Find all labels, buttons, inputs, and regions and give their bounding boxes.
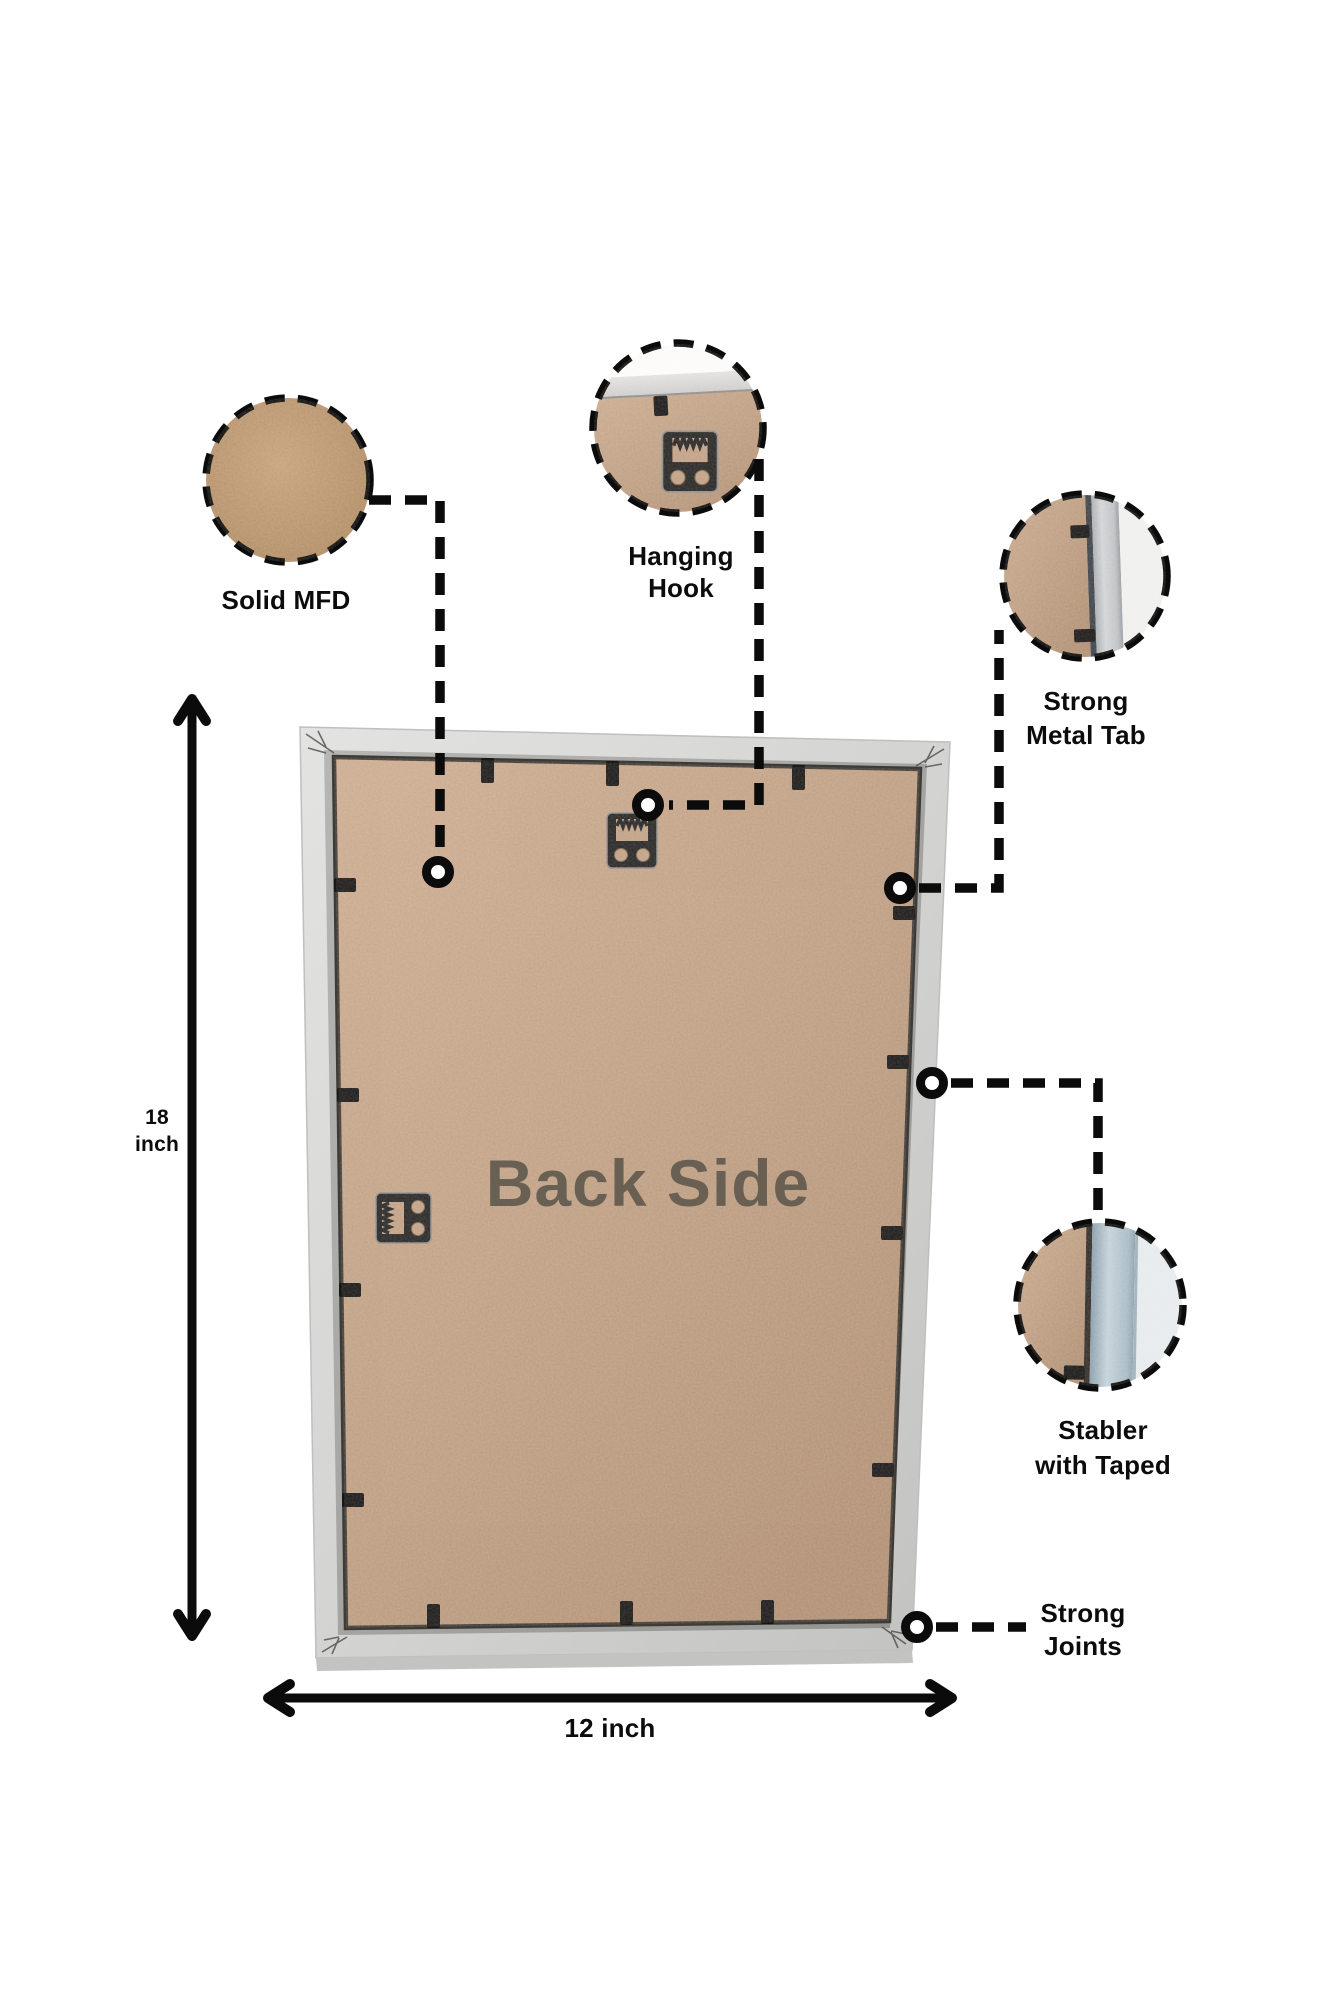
connector-hanging-hook (669, 459, 764, 810)
label-solid-mfd: Solid MFD (222, 584, 351, 617)
connector-solid-mfd (369, 495, 445, 853)
anchor-node-stabler (916, 1067, 948, 1099)
anchor-node-strong-joints (901, 1611, 933, 1643)
label-width-dimension: 12 inch (565, 1712, 656, 1745)
label-hanging-hook: Hanging Hook (628, 540, 733, 604)
label-strong-metal-tab-line2: Metal Tab (1026, 720, 1146, 750)
label-strong-joints-line2: Joints (1044, 1631, 1122, 1661)
label-height-dimension: 18 inch (135, 1104, 179, 1158)
frame-bottom-lip (316, 1650, 913, 1671)
callout-anchor-nodes (422, 789, 948, 1643)
label-height-unit: inch (135, 1133, 179, 1156)
connector-stabler (951, 1078, 1103, 1219)
label-stabler-line2: with Taped (1035, 1450, 1171, 1480)
label-width-text: 12 inch (564, 1713, 656, 1743)
label-strong-joints-line1: Strong (1040, 1598, 1126, 1628)
label-hanging-hook-line2: Hook (648, 573, 714, 603)
label-stabler-with-taped: Stabler with Taped (1035, 1413, 1171, 1483)
connector-strong-metal-tab (919, 630, 1004, 893)
dimension-arrow-height (173, 694, 211, 1641)
label-height-value: 18 (145, 1106, 169, 1129)
label-stabler-line1: Stabler (1058, 1415, 1148, 1445)
label-strong-metal-tab: Strong Metal Tab (1026, 684, 1146, 752)
anchor-node-strong-metal-tab (884, 872, 916, 904)
corner-miter-marks (305, 730, 945, 1655)
anchor-node-hanging-hook (632, 789, 664, 821)
back-side-watermark: Back Side (485, 1146, 811, 1220)
dimension-arrow-width (263, 1679, 957, 1717)
label-strong-joints: Strong Joints (1041, 1597, 1126, 1663)
label-strong-metal-tab-line1: Strong (1043, 686, 1129, 716)
label-hanging-hook-line1: Hanging (628, 541, 734, 571)
label-solid-mfd-text: Solid MFD (221, 585, 351, 615)
anchor-node-solid-mfd (422, 856, 454, 888)
callout-connectors (369, 459, 1103, 1632)
